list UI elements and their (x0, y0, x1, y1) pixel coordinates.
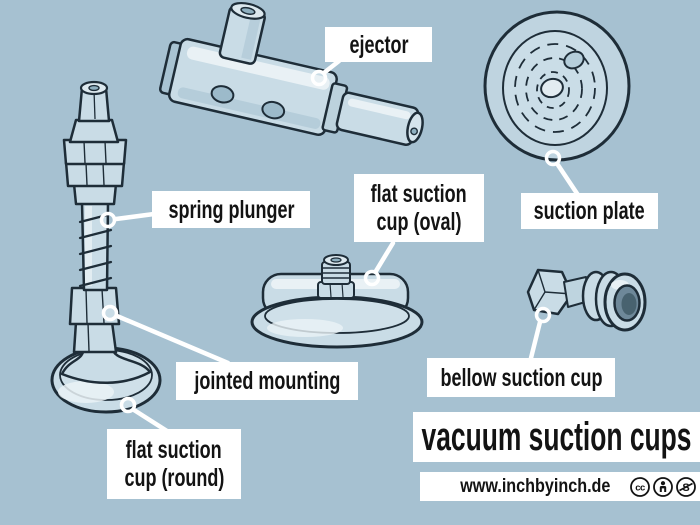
label-bellow-suction-cup: bellow suction cup (427, 358, 615, 397)
leader-lines (99, 58, 581, 434)
bellow-suction-cup-illustration (526, 268, 647, 332)
page-title-text: vacuum suction cups (421, 414, 692, 459)
label-bellow-suction-cup-text: bellow suction cup (440, 363, 603, 392)
page-title: vacuum suction cups (413, 412, 700, 462)
marker-ring-oval-cup (363, 269, 381, 287)
website-url: www.inchbyinch.de (460, 475, 611, 497)
marker-ring-jointed-mounting (101, 304, 119, 322)
plunger-nut-stack (62, 118, 128, 206)
cc-icon: cc (630, 476, 650, 497)
non-commercial-icon: S (676, 476, 696, 497)
ejector-hole (210, 85, 235, 104)
label-ejector: ejector (325, 27, 432, 62)
footer-bar: www.inchbyinch.de cc S (420, 472, 700, 501)
label-flat-suction-cup-round: flat suction cup (round) (107, 429, 241, 499)
label-suction-plate: suction plate (521, 193, 658, 229)
marker-ring-round-cup (119, 396, 137, 414)
marker-ring-bellow-cup (534, 306, 552, 324)
svg-text:cc: cc (635, 482, 645, 493)
label-suction-plate-text: suction plate (533, 197, 646, 225)
ejector-hole (261, 100, 286, 120)
oval-cup-fitting (317, 254, 355, 299)
suction-plate-holes (540, 50, 585, 99)
bellow-cup-opening (613, 284, 641, 322)
marker-ring-spring-plunger (99, 211, 117, 229)
label-spring-plunger: spring plunger (152, 191, 310, 228)
spring-plunger-assembly-illustration (50, 80, 162, 414)
label-round-line1: flat suction (125, 436, 223, 464)
suction-plate-illustration (483, 10, 631, 162)
flat-suction-cup-round (50, 344, 162, 414)
svg-text:S: S (682, 482, 689, 494)
ejector-illustration (158, 1, 424, 147)
marker-ring-suction-plate (544, 149, 562, 167)
license-icons: cc S (629, 476, 697, 498)
attribution-icon (653, 476, 673, 497)
label-jointed-mounting: jointed mounting (176, 362, 358, 400)
label-flat-suction-cup-oval: flat suction cup (oval) (354, 174, 484, 242)
label-spring-plunger-text: spring plunger (168, 195, 294, 224)
ejector-nozzle (335, 91, 424, 147)
label-ejector-text: ejector (348, 30, 409, 59)
plunger-top-stem (77, 80, 111, 123)
label-jointed-mounting-text: jointed mounting (194, 367, 340, 395)
marker-ring-ejector (310, 69, 328, 87)
label-oval-line2: cup (oval) (376, 208, 462, 236)
label-round-line2: cup (round) (124, 464, 224, 492)
label-oval-line1: flat suction (370, 180, 468, 208)
oval-suction-cup-illustration (250, 254, 424, 349)
ejector-top-port (218, 1, 266, 65)
